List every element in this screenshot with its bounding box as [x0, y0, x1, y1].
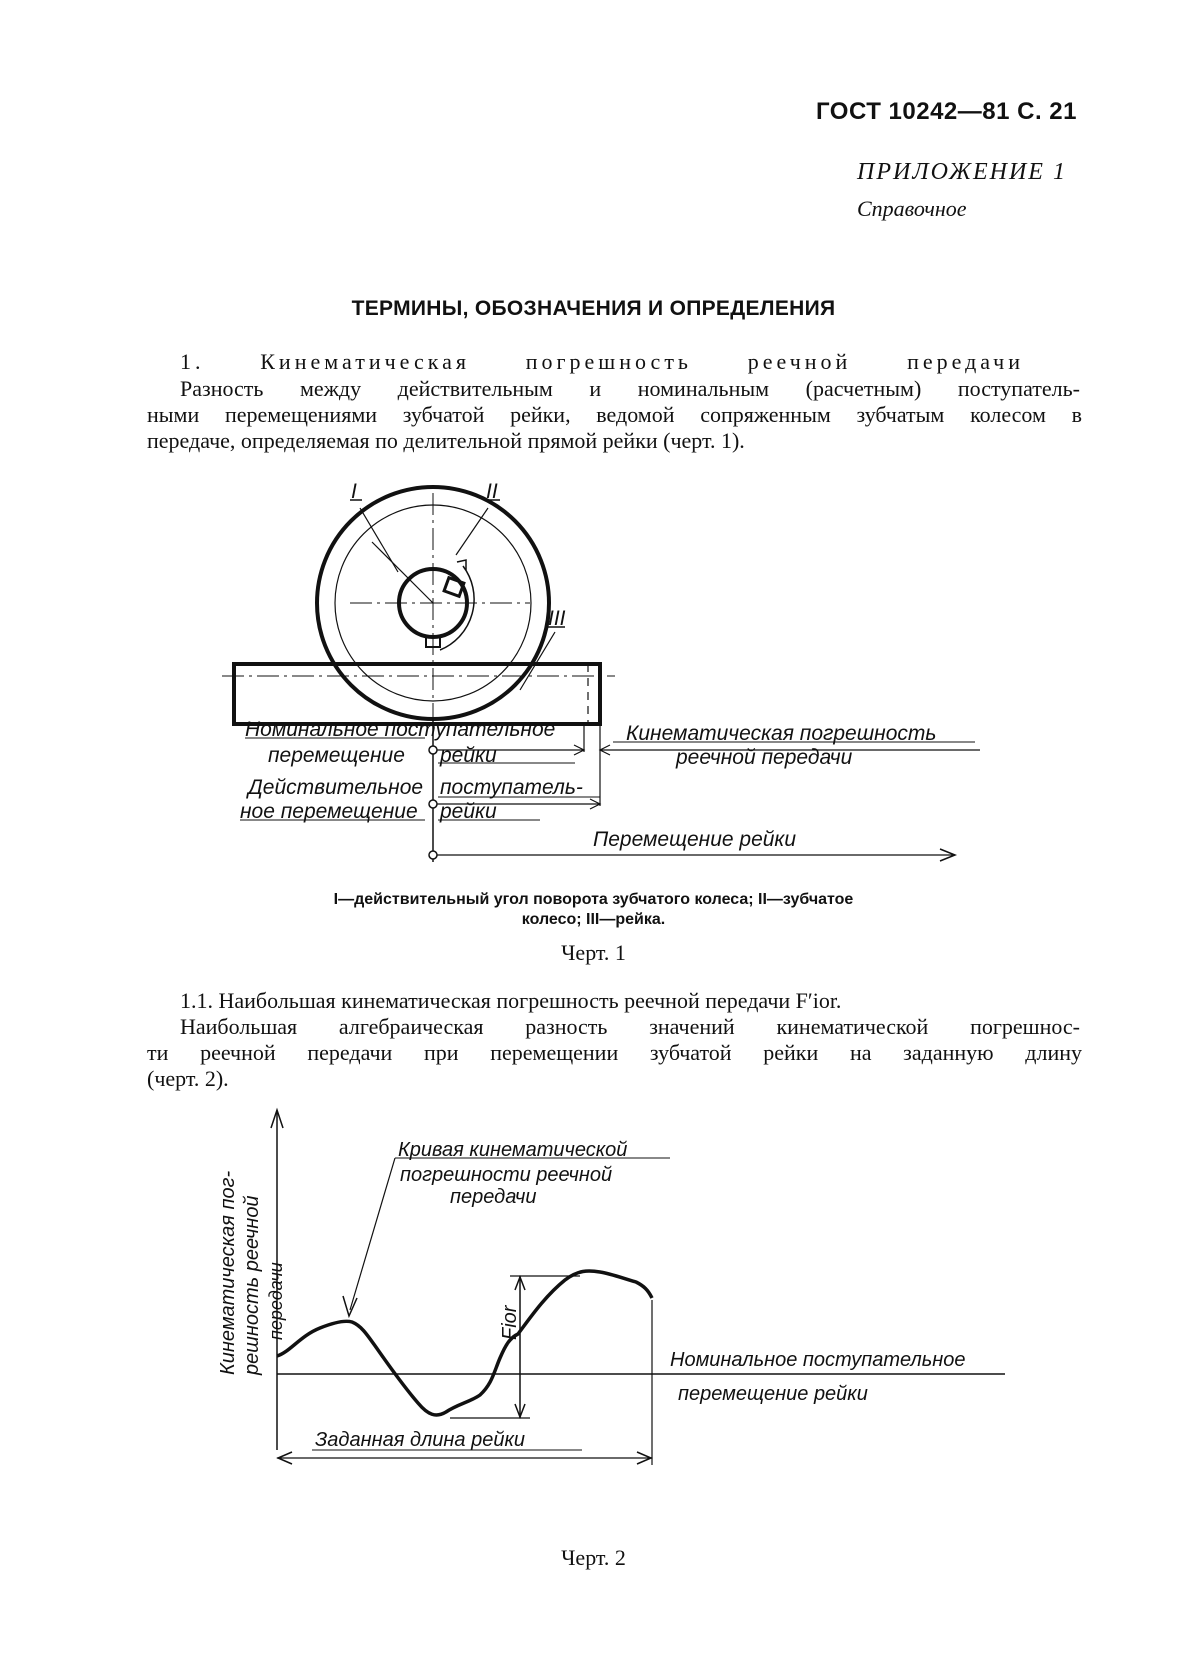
- figure2-chert: Черт. 2: [561, 1545, 626, 1570]
- fig1-kin-2: реечной передачи: [675, 746, 853, 769]
- figure-1-diagram: I II III Номинальное поступательное пере…: [222, 480, 980, 862]
- figure-2-diagram: Кинематическая пог- решность реечной пер…: [217, 1107, 1005, 1465]
- fig1-nominal-1: Номинальное поступательное: [245, 718, 555, 741]
- fig1-actual-3: поступатель-: [440, 776, 583, 799]
- fig1-roman-2: II: [486, 480, 498, 503]
- fig1-roman-1: I: [351, 480, 357, 503]
- error-curve: [276, 1269, 654, 1417]
- fig1-move: Перемещение рейки: [593, 828, 796, 851]
- figure1-caption-1: I—действительный угол поворота зубчатого…: [333, 891, 854, 908]
- fig2-curve-1: Кривая кинематической: [398, 1139, 627, 1161]
- fig2-yaxis-1: Кинематическая пог-: [217, 1171, 239, 1375]
- fig1-kin-1: Кинематическая погрешность: [626, 722, 936, 745]
- page-title: ТЕРМИНЫ, ОБОЗНАЧЕНИЯ И ОПРЕДЕЛЕНИЯ: [351, 297, 836, 320]
- fig2-length: Заданная длина рейки: [315, 1429, 525, 1451]
- gost-header: ГОСТ 10242—81 С. 21: [816, 98, 1077, 125]
- fig1-roman-3: III: [548, 607, 566, 630]
- fig1-nominal-3: рейки: [439, 744, 497, 767]
- fig2-nominal-1: Номинальное поступательное: [670, 1349, 966, 1371]
- section1-line-2: ными перемещениями зубчатой рейки, ведом…: [147, 402, 1082, 427]
- fig2-fior: Fior: [499, 1304, 521, 1340]
- fig1-actual-2: ное перемещение: [240, 800, 418, 823]
- section1-line-1: Разность между действительным и номиналь…: [180, 376, 1080, 401]
- fig2-nominal-2: перемещение рейки: [678, 1383, 868, 1405]
- figure1-chert: Черт. 1: [561, 940, 626, 965]
- rack-body: [232, 662, 602, 726]
- section1-heading: 1. Кинематическая погрешность реечной пе…: [180, 349, 1024, 374]
- fig2-yaxis-3: передачи: [266, 1262, 286, 1340]
- section11-heading: 1.1. Наибольшая кинематическая погрешнос…: [180, 988, 842, 1013]
- fig1-actual-4: рейки: [439, 800, 497, 823]
- section1-line-3: передаче, определяемая по делительной пр…: [147, 428, 745, 453]
- fig2-yaxis-2: решность реечной: [241, 1195, 263, 1376]
- section11-line-2: ти реечной передачи при перемещении зубч…: [147, 1040, 1082, 1065]
- section11-line-1: Наибольшая алгебраическая разность значе…: [180, 1014, 1080, 1039]
- fig1-nominal-2: перемещение: [268, 744, 405, 767]
- fig2-curve-2: погрешности реечной: [400, 1164, 612, 1186]
- gear-key: [442, 575, 466, 599]
- appendix-type: Справочное: [857, 196, 967, 221]
- figure1-caption-2: колесо; III—рейка.: [521, 911, 666, 928]
- fig1-actual-1: Действительное: [246, 776, 423, 799]
- fig2-curve-3: передачи: [450, 1186, 536, 1208]
- appendix-label: ПРИЛОЖЕНИЕ 1: [857, 159, 1067, 185]
- section11-line-3: (черт. 2).: [147, 1066, 229, 1091]
